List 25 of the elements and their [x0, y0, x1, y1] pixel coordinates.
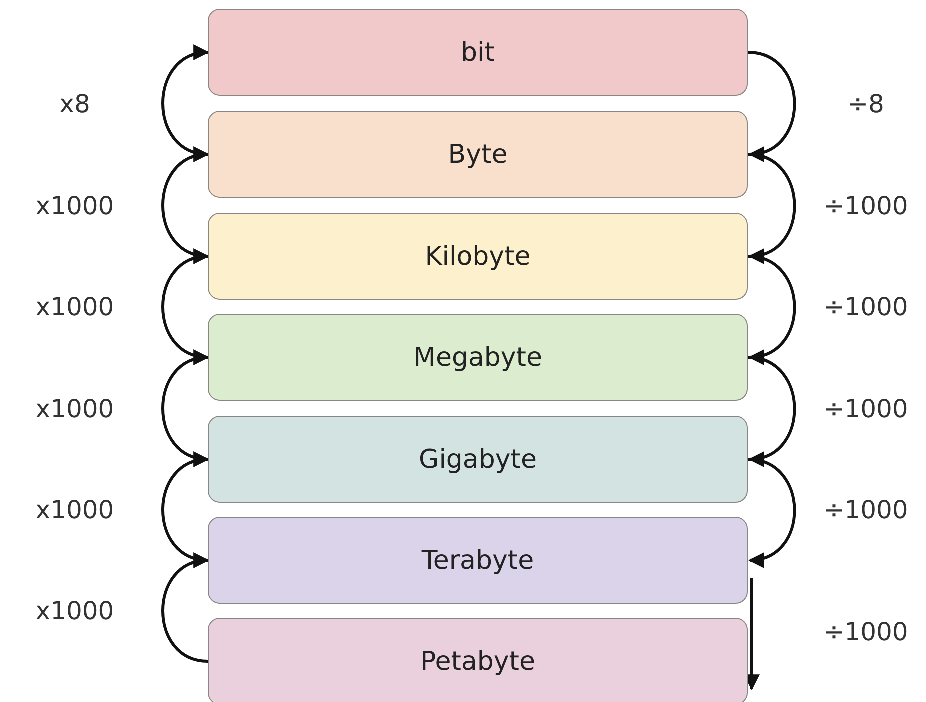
arrow [748, 255, 796, 364]
unit-name: Megabyte [414, 342, 542, 372]
unit-box [208, 314, 748, 401]
arrow [162, 148, 210, 258]
arrow [748, 356, 796, 466]
unit-name: Terabyte [422, 546, 534, 576]
unit-name: Petabyte [420, 646, 536, 676]
arrow [162, 352, 210, 461]
arrow [162, 46, 210, 156]
arrow [162, 454, 210, 562]
unit-name: Kilobyte [425, 242, 531, 272]
arrow [748, 458, 796, 566]
unit-box [208, 9, 748, 96]
arrow [748, 51, 796, 160]
unit-name: Byte [448, 140, 508, 170]
unit-box [208, 416, 748, 503]
arrow [748, 153, 796, 262]
unit-box [208, 111, 748, 198]
unit-box [208, 517, 748, 604]
unit-box [208, 213, 748, 300]
unit-name: bit [461, 38, 495, 68]
unit-name: Gigabyte [419, 444, 537, 474]
arrow [162, 554, 210, 663]
arrow [162, 250, 210, 359]
unit-box [208, 618, 748, 702]
